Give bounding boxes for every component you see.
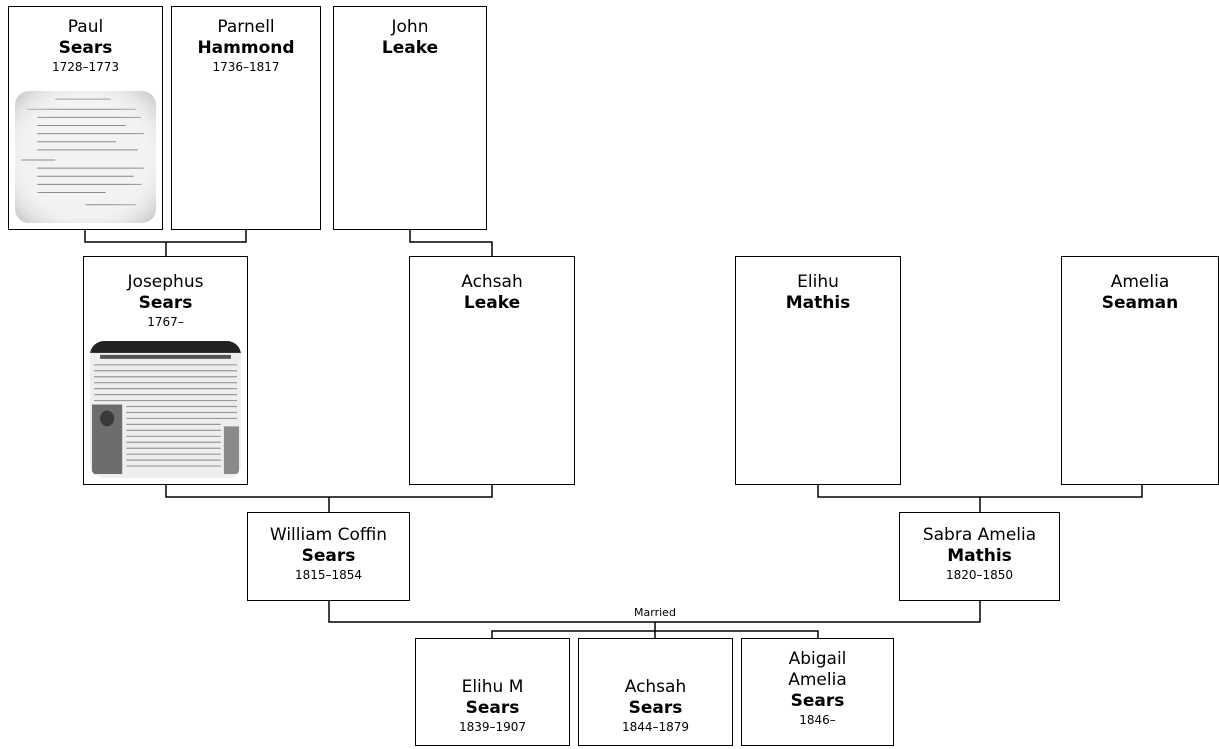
connector-josephus-achsah: [165, 485, 493, 512]
given-name: Josephus: [127, 272, 204, 292]
newspaper-photo[interactable]: [90, 341, 241, 478]
marriage-label: Married: [634, 606, 676, 619]
surname: Mathis: [947, 546, 1012, 566]
life-dates: 1728–1773: [51, 60, 120, 74]
connector-elihu-amelia: [817, 485, 1143, 512]
given-name: Parnell: [217, 17, 275, 37]
surname: Seaman: [1101, 293, 1179, 313]
person-card-parnell-hammond[interactable]: Parnell Hammond 1736–1817: [171, 6, 321, 230]
given-name: Elihu M: [461, 677, 524, 697]
surname: Sears: [58, 38, 113, 58]
person-card-achsah-sears[interactable]: Achsah Sears 1844–1879: [578, 638, 733, 746]
surname: Sears: [465, 698, 520, 718]
given-name: Amelia: [1110, 272, 1170, 292]
life-dates: 1820–1850: [945, 568, 1014, 582]
person-card-elihu-mathis[interactable]: Elihu Mathis: [735, 256, 901, 485]
surname: Sears: [301, 546, 356, 566]
surname: Leake: [381, 38, 439, 58]
given-name: Achsah: [461, 272, 523, 292]
person-card-abigail-amelia-sears[interactable]: Abigail Amelia Sears 1846–: [741, 638, 894, 746]
connector-paul-parnell: [84, 230, 247, 256]
surname: Mathis: [785, 293, 851, 313]
life-dates: 1839–1907: [458, 720, 527, 734]
surname: Sears: [790, 691, 845, 711]
document-photo[interactable]: [15, 91, 156, 223]
given-name: John: [391, 17, 429, 37]
person-card-achsah-leake[interactable]: Achsah Leake: [409, 256, 575, 485]
person-card-elihu-m-sears[interactable]: Elihu M Sears 1839–1907: [415, 638, 570, 746]
given-name: Sabra Amelia: [922, 525, 1037, 545]
person-card-josephus-sears[interactable]: Josephus Sears 1767–: [83, 256, 248, 485]
life-dates: 1815–1854: [294, 568, 363, 582]
life-dates: 1736–1817: [212, 60, 280, 74]
surname: Leake: [463, 293, 521, 313]
life-dates: 1767–: [147, 315, 184, 329]
connector-children: [491, 622, 819, 638]
connector-john-achsah: [409, 230, 493, 256]
person-card-william-coffin-sears[interactable]: William Coffin Sears 1815–1854: [247, 512, 410, 601]
person-card-amelia-seaman[interactable]: Amelia Seaman: [1061, 256, 1219, 485]
given-name: Achsah: [624, 677, 687, 697]
surname: Sears: [138, 293, 193, 313]
person-card-paul-sears[interactable]: Paul Sears 1728–1773: [8, 6, 163, 230]
life-dates: 1844–1879: [621, 720, 690, 734]
given-name: Elihu: [797, 272, 839, 292]
given-name: Paul: [67, 17, 104, 37]
given-name: William Coffin: [269, 525, 388, 545]
person-card-john-leake[interactable]: John Leake: [333, 6, 487, 230]
surname: Sears: [628, 698, 683, 718]
life-dates: 1846–: [799, 713, 836, 727]
given-name: Abigail Amelia: [788, 649, 847, 690]
person-card-sabra-amelia-mathis[interactable]: Sabra Amelia Mathis 1820–1850: [899, 512, 1060, 601]
surname: Hammond: [197, 38, 295, 58]
